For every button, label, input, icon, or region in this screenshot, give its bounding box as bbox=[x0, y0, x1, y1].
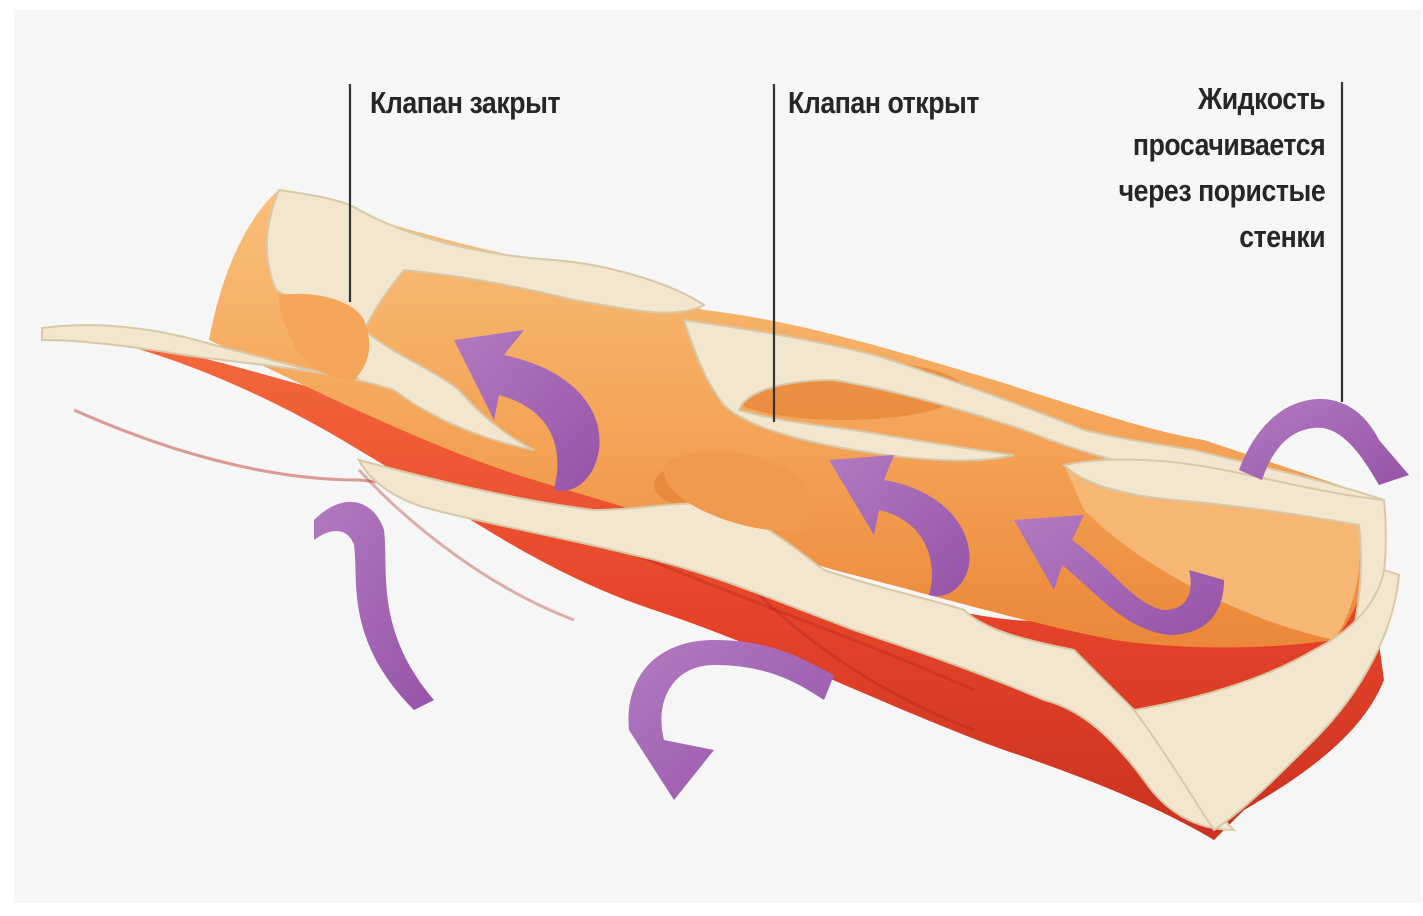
diagram-frame: Клапан закрыт Клапан открыт Жидкость про… bbox=[14, 10, 1421, 903]
label-fluid-line-3: через пористые bbox=[1118, 168, 1325, 214]
label-fluid-line-1: Жидкость bbox=[1118, 76, 1325, 122]
label-fluid-seeps: Жидкость просачивается через пористые ст… bbox=[1118, 76, 1325, 260]
wavy-arrow-icon bbox=[1239, 399, 1409, 485]
wavy-arrow-icon bbox=[314, 502, 434, 710]
label-fluid-line-4: стенки bbox=[1118, 214, 1325, 260]
label-valve-open: Клапан открыт bbox=[788, 80, 979, 126]
label-valve-closed: Клапан закрыт bbox=[370, 80, 560, 126]
label-fluid-line-2: просачивается bbox=[1118, 122, 1325, 168]
wavy-arrow-icon bbox=[628, 640, 834, 800]
